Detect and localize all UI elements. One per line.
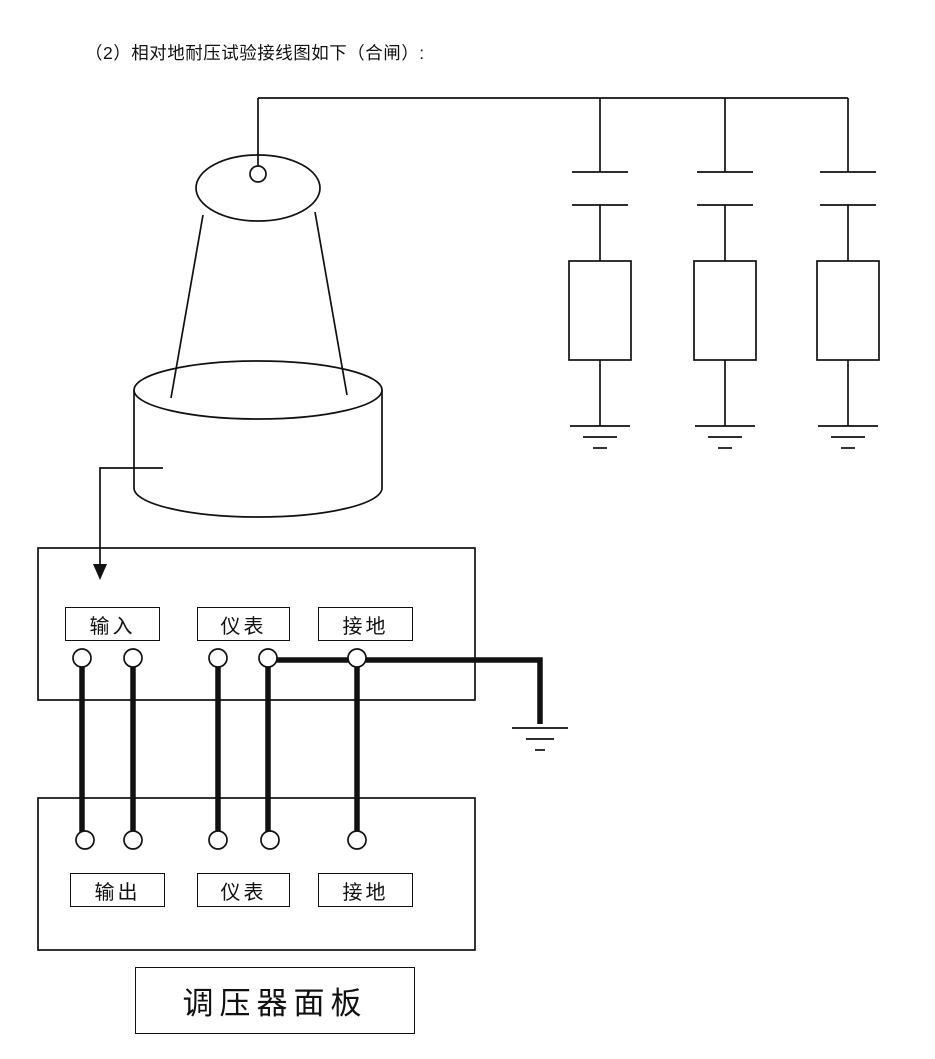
terminal-circle (123, 648, 143, 668)
terminal-circle (260, 830, 280, 850)
terminal-circle (123, 830, 143, 850)
resistor-box (568, 260, 632, 361)
rc-branch-2 (693, 98, 757, 449)
ground-symbol-icon (695, 425, 755, 449)
bushing-terminal-circle (249, 165, 267, 183)
upper-input-label: 输入 (65, 607, 160, 641)
regulator-panel-caption: 调压器面板 (135, 967, 415, 1034)
bushing-cone-left-side (170, 214, 204, 399)
bushing-cone-right-side (314, 211, 348, 396)
resistor-box (816, 260, 880, 361)
diagram-title: （2）相对地耐压试验接线图如下（合闸）: (85, 43, 425, 63)
upper-panel-terminals (72, 648, 367, 668)
terminal-circle (208, 830, 228, 850)
lower-panel-box (37, 797, 476, 951)
lower-output-label: 输出 (70, 873, 165, 907)
ground-symbol-icon (818, 425, 878, 449)
bushing-top-ellipse (195, 154, 321, 222)
lower-panel-terminals (75, 830, 367, 850)
resistor-box (693, 260, 757, 361)
terminal-circle (258, 648, 278, 668)
earth-ground-symbol-icon (512, 727, 568, 751)
terminal-circle (347, 830, 367, 850)
terminal-circle (72, 648, 92, 668)
ground-symbol-icon (570, 425, 630, 449)
upper-panel-box (37, 547, 476, 701)
terminal-circle (75, 830, 95, 850)
lower-meter-label: 仪表 (197, 873, 290, 907)
tank-bottom-arc (133, 487, 383, 518)
rc-branch-1 (568, 98, 632, 449)
terminal-circle (347, 648, 367, 668)
upper-ground-label: 接地 (318, 607, 413, 641)
upper-meter-label: 仪表 (197, 607, 290, 641)
wire-to-earth (268, 657, 543, 724)
tank-to-panel-lead (93, 467, 163, 580)
terminal-circle (208, 648, 228, 668)
tank-lead-wire (99, 467, 163, 568)
test-transformer (133, 154, 383, 518)
rc-branch-3 (816, 98, 880, 449)
lower-ground-label: 接地 (318, 873, 413, 907)
arrow-head-icon (93, 564, 107, 580)
connection-wires (79, 657, 543, 834)
tank-top-ellipse (133, 360, 383, 420)
